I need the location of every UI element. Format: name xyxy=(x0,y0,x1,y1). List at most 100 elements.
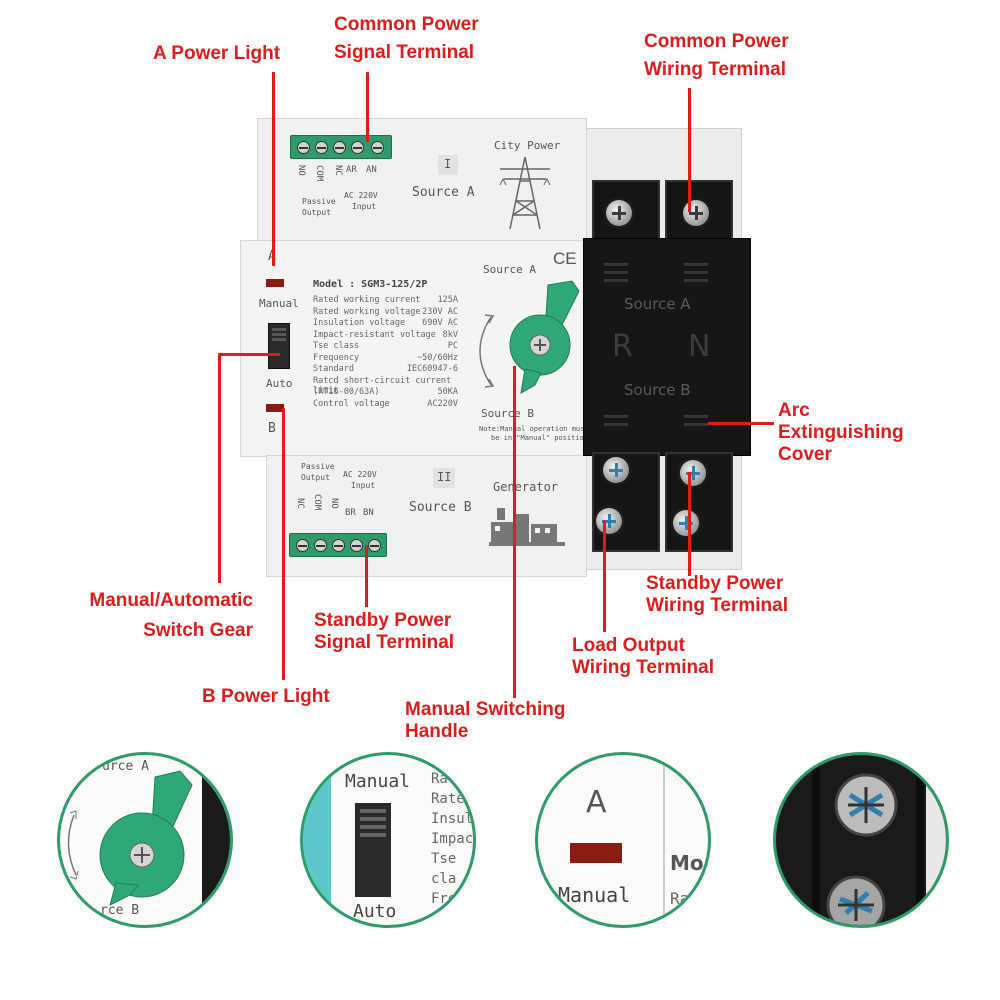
bottom-passive-label: Passive xyxy=(301,462,335,471)
terminal-label-ar: AR xyxy=(346,165,357,175)
callout-common-power-signal-terminal: Common Power Signal Terminal xyxy=(334,14,479,64)
callout-line: Signal Terminal xyxy=(334,42,475,63)
zoom-terminal-screws xyxy=(826,773,898,925)
zoom-terminal-wall-left xyxy=(812,755,820,925)
cover-vent xyxy=(684,423,708,426)
roman-numeral-i: I xyxy=(444,157,452,171)
callout-line: Wiring Terminal xyxy=(644,59,786,80)
spec-row: (RT16-00/63A)50KA xyxy=(313,387,458,397)
light-b-label: B xyxy=(268,421,276,436)
callout-b-power-light: B Power Light xyxy=(202,686,330,707)
leader-standby-signal xyxy=(365,545,368,607)
bottom-terminal-label-bn: BN xyxy=(363,508,374,518)
terminal-label-nc: NC xyxy=(333,165,343,176)
standby-power-wiring-screw-left xyxy=(603,457,629,483)
callout-standby-power-signal-terminal: Standby Power Signal Terminal xyxy=(314,610,454,654)
manual-switching-handle[interactable] xyxy=(495,277,585,402)
cover-source-a-label: Source A xyxy=(624,295,691,313)
standby-power-wiring-screw-right xyxy=(680,460,706,486)
leader-switch-gear-vertical xyxy=(218,353,221,583)
callout-line: Load Output xyxy=(572,635,685,656)
callout-manual-automatic-switch-gear: Manual/Automatic Switch Gear xyxy=(55,590,253,642)
callout-line: Standby Power xyxy=(314,610,452,631)
callout-line: Signal Terminal xyxy=(314,632,455,653)
callout-a-power-light: A Power Light xyxy=(153,43,281,64)
zoom-light: A Manual Mo Ra R xyxy=(535,752,711,928)
zoom-handle: urce A rce B xyxy=(57,752,233,928)
leader-a-power-light xyxy=(272,72,275,266)
cover-vent xyxy=(604,279,628,282)
callout-line: Extinguishing xyxy=(778,422,904,443)
zoom-light-r: R xyxy=(670,911,680,928)
callout-arc-extinguishing-cover: Arc Extinguishing Cover xyxy=(778,400,904,466)
callout-line: Manual Switching xyxy=(405,699,566,720)
leader-common-power-wiring xyxy=(688,88,691,212)
zoom-terminals xyxy=(773,752,949,928)
zoom-light-a: A xyxy=(586,785,607,820)
cover-vent xyxy=(604,423,628,426)
zoom-switch-lever[interactable] xyxy=(355,803,391,897)
leader-load-output xyxy=(603,520,606,632)
zoom-handle-source-b: rce B xyxy=(100,903,140,918)
cover-source-b-label: Source B xyxy=(624,381,691,399)
zoom-light-indicator xyxy=(570,843,622,863)
bottom-terminal-label-br: BR xyxy=(345,508,356,518)
spec-row: Frequency~50/60Hz xyxy=(313,352,458,363)
top-module: NO COM NC AR AN Passive Output AC 220V I… xyxy=(257,118,587,242)
cover-vent xyxy=(604,271,628,274)
cover-vent xyxy=(604,415,628,418)
zoom-handle-image xyxy=(67,770,193,906)
generator-icon xyxy=(489,508,565,546)
a-power-light xyxy=(266,279,284,287)
passive-label: Passive xyxy=(302,197,336,206)
roman-numeral-box xyxy=(438,155,458,175)
bottom-input-voltage-label: AC 220V xyxy=(343,470,377,479)
bottom-source-b-label: Source B xyxy=(409,500,472,515)
manual-automatic-switch[interactable] xyxy=(268,323,290,369)
load-output-wiring-screw-left xyxy=(596,508,622,534)
zoom-terminal-wall-right xyxy=(916,755,924,925)
power-tower-icon xyxy=(499,156,551,230)
zoom-switch-manual: Manual xyxy=(345,771,411,792)
rotation-arrow-icon xyxy=(479,314,495,388)
callout-standby-power-wiring-terminal: Standby Power Wiring Terminal xyxy=(646,573,788,617)
light-a-label: A xyxy=(268,249,276,264)
callout-line: Switch Gear xyxy=(143,620,253,641)
zoom-light-mo: Mo xyxy=(670,851,704,875)
callout-line: Arc xyxy=(778,400,810,421)
front-panel: A Manual Auto B Model : SGM3-125/2P Rate… xyxy=(240,240,589,457)
common-power-signal-terminal-block xyxy=(290,135,392,159)
callout-line: Manual/Automatic xyxy=(89,590,253,611)
load-output-wiring-screw-right xyxy=(673,510,699,536)
callout-load-output-wiring-terminal: Load Output Wiring Terminal xyxy=(572,635,714,679)
common-power-wiring-screw-right xyxy=(683,200,709,226)
auto-label: Auto xyxy=(266,377,293,390)
bottom-terminal-label-com: COM xyxy=(312,494,322,511)
cover-vent xyxy=(684,263,708,266)
note-line-2: be in "Manual" position xyxy=(491,434,588,442)
standby-power-signal-terminal-block xyxy=(289,533,387,557)
front-source-b-label: Source B xyxy=(481,407,534,420)
callout-line: Handle xyxy=(405,721,469,742)
top-source-a-label: Source A xyxy=(412,185,475,200)
callout-line: Common Power xyxy=(644,31,789,52)
zoom-handle-source-a: urce A xyxy=(102,759,149,774)
zoom-switch: Manual Auto Ra Rate Insula Impact Tse cl… xyxy=(300,752,476,928)
zoom-light-divider xyxy=(663,755,665,925)
output-label: Output xyxy=(302,208,331,217)
zoom-light-ra: Ra xyxy=(670,889,690,908)
callout-line: Cover xyxy=(778,444,832,465)
zoom-switch-auto: Auto xyxy=(353,901,397,922)
terminal-label-com: COM xyxy=(314,165,324,182)
cover-n-label: N xyxy=(688,329,711,364)
zoom-switch-teal-edge xyxy=(303,755,331,925)
terminal-label-an: AN xyxy=(366,165,377,175)
ce-mark: CE xyxy=(553,249,577,268)
callout-common-power-wiring-terminal: Common Power Wiring Terminal xyxy=(644,31,789,81)
